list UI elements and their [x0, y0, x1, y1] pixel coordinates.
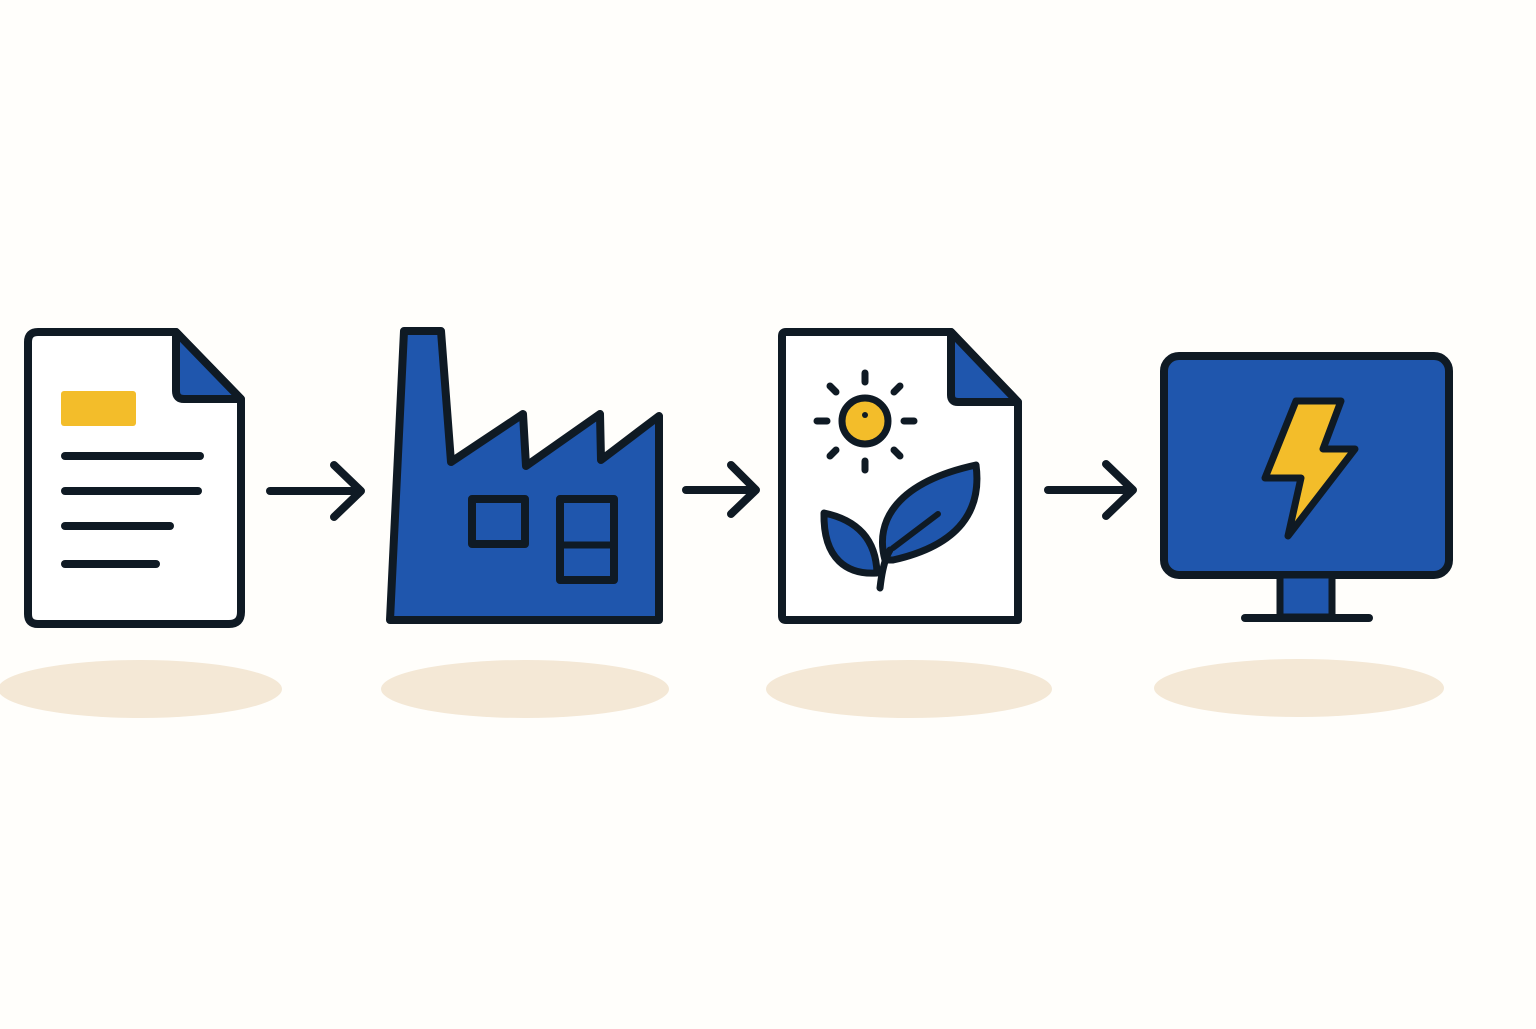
monitor-stand	[1276, 571, 1336, 621]
monitor-shadow	[1154, 659, 1444, 717]
arrow-right-icon	[682, 461, 760, 518]
factory-icon	[386, 327, 663, 624]
factory-shadow	[381, 660, 669, 718]
sun-icon	[813, 369, 918, 474]
document-highlight	[61, 391, 136, 426]
document-text-lines	[61, 452, 204, 568]
step-shadows	[0, 659, 1444, 718]
eco-document-icon	[778, 328, 1022, 624]
factory-window-left	[468, 495, 529, 548]
arrow-right-icon	[1044, 460, 1137, 520]
leaf-icon	[820, 461, 981, 592]
document-icon	[24, 328, 245, 628]
eco-document-shadow	[766, 660, 1052, 718]
monitor-lightning-icon	[1160, 352, 1453, 622]
lightning-icon	[1261, 397, 1359, 540]
arrow-right-icon	[266, 461, 365, 521]
document-shadow	[0, 660, 282, 718]
factory-door	[556, 495, 618, 584]
